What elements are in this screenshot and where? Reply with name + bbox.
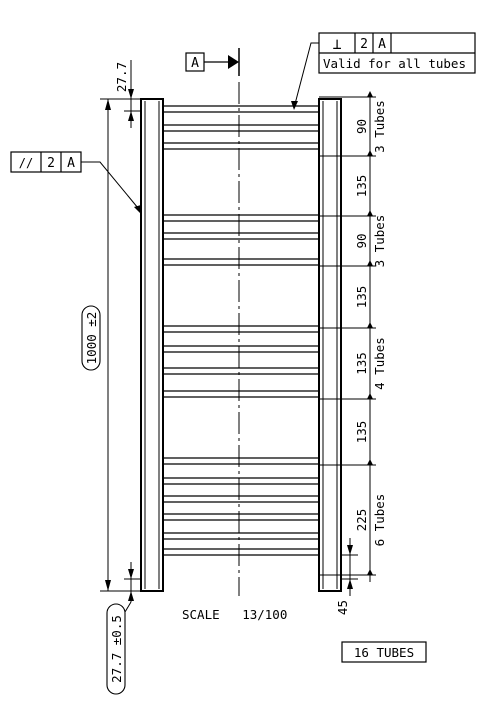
tube <box>163 513 319 521</box>
dim-arrow <box>367 150 373 156</box>
tube <box>163 258 319 266</box>
datum-flag-letter: A <box>191 56 199 71</box>
perpendicularity-tolerance: 2 <box>360 37 368 52</box>
right-dim-tube-count: 4 Tubes <box>372 337 387 390</box>
right-dim-value: 135 <box>354 352 369 375</box>
parallelism-frame: // 2 A <box>10 151 141 214</box>
scale-label: SCALE 13/100 <box>182 607 287 622</box>
dim-arrow <box>367 322 373 328</box>
right-dim-tube-count: 3 Tubes <box>372 215 387 268</box>
tube <box>163 477 319 485</box>
tube <box>163 232 319 240</box>
right-dim-value: 135 <box>354 421 369 444</box>
tube <box>163 367 319 375</box>
tube <box>163 124 319 132</box>
tube <box>163 532 319 540</box>
top-offset-dim: 27.7 <box>114 62 129 92</box>
perpendicular-symbol-icon: ⊥ <box>332 35 341 53</box>
perpendicularity-datum: A <box>378 37 386 52</box>
tube <box>163 457 319 465</box>
right-dim-value: 135 <box>354 286 369 309</box>
overall-height-dim: 1000 ±2 <box>84 312 99 365</box>
right-dim-value: 225 <box>354 509 369 532</box>
dim-arrow <box>367 459 373 465</box>
right-dim-value: 90 <box>354 119 369 134</box>
dim-arrow <box>367 210 373 216</box>
dim-arrow <box>367 393 373 399</box>
tube <box>163 214 319 222</box>
right-dim-value: 90 <box>354 233 369 248</box>
tube <box>163 548 319 556</box>
parallelism-datum: A <box>67 156 75 171</box>
tube <box>163 142 319 150</box>
tube <box>163 105 319 113</box>
dim-arrow <box>367 91 373 97</box>
tube-count-box: 16 TUBES <box>341 641 427 663</box>
tube <box>163 495 319 503</box>
tube <box>163 390 319 398</box>
bottom-gap-dimension: 45 <box>335 538 358 615</box>
parallel-symbol-icon: // <box>19 156 33 170</box>
right-dim-tube-count: 6 Tubes <box>372 494 387 547</box>
perpendicularity-note: Valid for all tubes <box>323 56 466 71</box>
bottom-offset-dim: 27.7 ±0.5 <box>109 615 124 683</box>
right-dim-tube-count: 3 Tubes <box>372 100 387 153</box>
dim-arrow <box>367 569 373 575</box>
left-dimensions: 27.7 1000 ±2 27.7 ±0.5 <box>81 60 141 695</box>
right-dim-value: 135 <box>354 175 369 198</box>
dim-arrow <box>367 260 373 266</box>
perpendicularity-frame: ⊥ 2 A Valid for all tubes <box>291 32 476 110</box>
right-rail <box>318 98 342 592</box>
tube <box>163 325 319 333</box>
bottom-gap-dim: 45 <box>335 600 350 615</box>
tube-count-label: 16 TUBES <box>354 645 414 660</box>
tube-group <box>163 105 319 556</box>
tube <box>163 345 319 353</box>
left-rail <box>140 98 164 592</box>
datum-flag-a: A <box>185 48 240 76</box>
parallelism-tolerance: 2 <box>47 156 55 171</box>
